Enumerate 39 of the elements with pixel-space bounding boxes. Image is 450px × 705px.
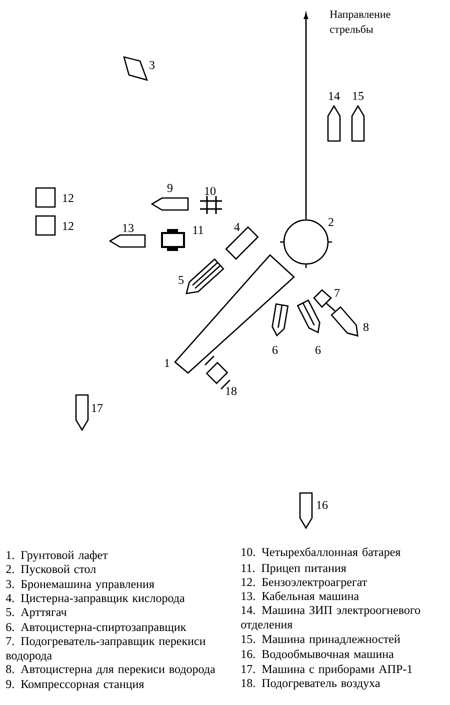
legend-item: 1. Грунтовой лафет: [6, 550, 108, 562]
legend-item: 18. Подогреватель воздуха: [242, 679, 380, 690]
legend-item: 10. Четырехбаллонная батарея: [242, 547, 400, 559]
legend-item: 16. Водообмывочная машина: [242, 649, 394, 660]
direction-label: Направление стрельбы: [330, 10, 390, 36]
callout-number: 12: [63, 194, 74, 202]
callout-number: 13: [123, 224, 134, 232]
callout-number: 10: [205, 186, 216, 196]
legend-item: 12. Бензоэлектроагрегат: [242, 578, 367, 589]
legend-item: 4. Цистерна-заправщик кислорода: [6, 594, 185, 605]
legend-item: 5. Арттягач: [6, 608, 67, 619]
callout-number: 9: [167, 184, 172, 192]
legend-item: 2. Пусковой стол: [6, 564, 96, 576]
callout-number: 15: [353, 92, 364, 100]
legend-item: 6. Автоцистерна-спиртозаправщик: [6, 623, 186, 634]
callout-number: 4: [234, 223, 240, 231]
callout-number: 7: [334, 289, 340, 297]
callout-number: 12: [63, 222, 74, 230]
callout-number: 2: [328, 218, 334, 226]
callout-number: 11: [193, 226, 204, 234]
callout-number: 3: [150, 60, 155, 70]
callout-number: 14: [329, 92, 340, 100]
legend-item: 7. Подогреватель-заправщик перекиси водорода: [6, 637, 206, 662]
callout-number: 1: [165, 359, 170, 367]
legend-item: 11. Прицеп питания: [242, 564, 346, 575]
callout-number: 6: [316, 346, 321, 354]
callout-number: 8: [363, 322, 369, 332]
legend-item: 8. Автоцистерна для перекиси водорода: [6, 665, 216, 676]
legend-item: 9. Компрессорная станция: [6, 680, 144, 691]
callout-number: 17: [92, 404, 103, 412]
legend-item: 14. Машина ЗИП электроогневого отделения: [241, 606, 420, 631]
legend-item: 17. Машина с приборами АПР-1: [242, 664, 412, 676]
legend-item: 3. Бронемашина управления: [6, 580, 154, 591]
callout-number: 5: [178, 276, 184, 284]
legend-item: 13. Кабельная машина: [242, 591, 359, 600]
callout-number: 16: [317, 500, 328, 510]
legend-item: 15. Машина принадлежностей: [242, 634, 400, 646]
callout-number: 6: [272, 346, 278, 354]
callout-number: 18: [226, 386, 237, 396]
